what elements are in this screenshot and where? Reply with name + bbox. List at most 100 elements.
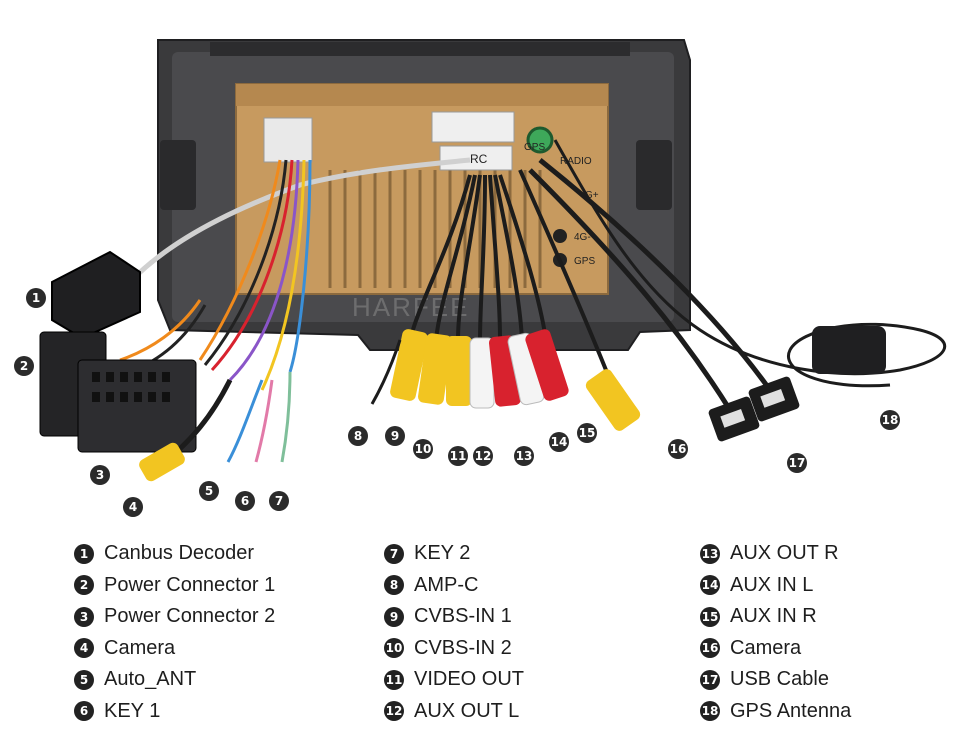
legend-number: 10 <box>384 638 404 659</box>
legend-item: 6 KEY 1 <box>74 696 275 728</box>
legend-number: 7 <box>384 543 404 564</box>
legend-number: 8 <box>384 575 404 596</box>
legend-item: 14 AUX IN L <box>700 570 851 602</box>
rca-plugs <box>390 329 569 409</box>
callout-16: 16 <box>668 439 688 459</box>
legend-label: AUX OUT R <box>730 542 839 565</box>
camera-rca-right <box>585 369 641 431</box>
legend-number: 3 <box>74 606 94 627</box>
legend-label: Camera <box>104 636 176 659</box>
watermark: HARFEE <box>352 292 469 322</box>
callout-7: 7 <box>269 491 289 511</box>
legend-number: 11 <box>384 669 404 690</box>
legend-number: 4 <box>74 638 94 659</box>
legend-item: 7 KEY 2 <box>384 538 524 570</box>
legend-item: 10 CVBS-IN 2 <box>384 633 524 665</box>
legend-number: 17 <box>700 669 720 690</box>
legend-number: 14 <box>700 575 720 596</box>
callout-14: 14 <box>549 432 569 452</box>
camera-rca-left <box>139 442 185 482</box>
canbus-decoder <box>51 250 141 340</box>
callout-9: 9 <box>385 426 405 446</box>
legend-item: 11 VIDEO OUT <box>384 664 524 696</box>
gps-port-label: GPS <box>574 256 595 267</box>
legend-item: 4 Camera <box>74 633 275 665</box>
callout-18: 18 <box>880 410 900 430</box>
callout-5: 5 <box>199 481 219 501</box>
chassis-top-plate <box>236 84 608 106</box>
legend-label: AUX OUT L <box>414 699 520 722</box>
legend-label: AUX IN L <box>730 573 814 596</box>
callout-6: 6 <box>235 491 255 511</box>
connector-rc-label: RC <box>470 152 488 166</box>
connector-block-2 <box>431 111 515 143</box>
legend-number: 15 <box>700 606 720 627</box>
left-bracket <box>160 140 196 210</box>
gps-antenna <box>812 326 886 374</box>
legend-label: GPS Antenna <box>730 699 852 722</box>
legend-item: 12 AUX OUT L <box>384 696 524 728</box>
gps-label: GPS <box>524 142 545 153</box>
connector-block-1 <box>263 117 313 163</box>
gps-port <box>526 126 554 154</box>
legend-label: CVBS-IN 2 <box>414 636 512 659</box>
legend-number: 13 <box>700 543 720 564</box>
legend-label: CVBS-IN 1 <box>414 605 512 628</box>
callout-11: 11 <box>448 446 468 466</box>
callout-13: 13 <box>514 446 534 466</box>
legend-number: 2 <box>74 575 94 596</box>
legend-number: 18 <box>700 701 720 722</box>
legend-column-2: 7 KEY 2 8 AMP-C 9 CVBS-IN 1 10 CVBS-IN 2 11 V… <box>384 538 524 727</box>
g-plus-label: G+ <box>585 190 599 201</box>
legend-item: 9 CVBS-IN 1 <box>384 601 524 633</box>
callout-17: 17 <box>787 453 807 473</box>
legend-item: 3 Power Connector 2 <box>74 601 275 633</box>
power-connector-2 <box>77 359 197 453</box>
legend-item: 8 AMP-C <box>384 570 524 602</box>
connector-block-3 <box>439 145 513 171</box>
unit-rear-photo: RC GPS RADIO G+ 4G- GPS HARFEE <box>39 39 946 482</box>
legend-label: Canbus Decoder <box>104 542 255 565</box>
legend-item: 15 AUX IN R <box>700 601 851 633</box>
legend-label: KEY 2 <box>414 542 471 565</box>
usb-cable-2 <box>538 158 773 392</box>
legend-number: 1 <box>74 543 94 564</box>
grey-cable <box>128 157 471 284</box>
legend-number: 6 <box>74 701 94 722</box>
legend-label: AMP-C <box>414 573 479 596</box>
legend-number: 16 <box>700 638 720 659</box>
callout-8: 8 <box>348 426 368 446</box>
rca-fan-cables <box>408 174 548 341</box>
legend-label: Camera <box>730 636 802 659</box>
legend-label: Power Connector 2 <box>104 605 276 628</box>
legend-column-3: 13 AUX OUT R 14 AUX IN L 15 AUX IN R 16 Came… <box>700 538 851 727</box>
callout-12: 12 <box>473 446 493 466</box>
lte-port <box>553 229 567 243</box>
legend-item: 13 AUX OUT R <box>700 538 851 570</box>
thin-leads <box>226 371 292 463</box>
legend-label: AUX IN R <box>730 605 817 628</box>
camera-cable-right <box>518 169 612 381</box>
legend-number: 9 <box>384 606 404 627</box>
amp-c-lead <box>370 339 402 405</box>
callout-15: 15 <box>577 423 597 443</box>
right-bracket <box>636 140 672 210</box>
usb-cable-1 <box>528 168 733 412</box>
legend-label: VIDEO OUT <box>414 668 525 691</box>
legend-item: 16 Camera <box>700 633 851 665</box>
legend-number: 5 <box>74 669 94 690</box>
callout-1: 1 <box>26 288 46 308</box>
legend-item: 1 Canbus Decoder <box>74 538 275 570</box>
gps-cable <box>553 139 946 388</box>
callout-2: 2 <box>14 356 34 376</box>
legend-number: 12 <box>384 701 404 722</box>
legend-label: KEY 1 <box>104 699 161 722</box>
callout-4: 4 <box>123 497 143 517</box>
lte-minus-label: 4G- <box>574 232 591 243</box>
connector-pins <box>92 372 170 402</box>
radio-label: RADIO <box>560 156 592 167</box>
